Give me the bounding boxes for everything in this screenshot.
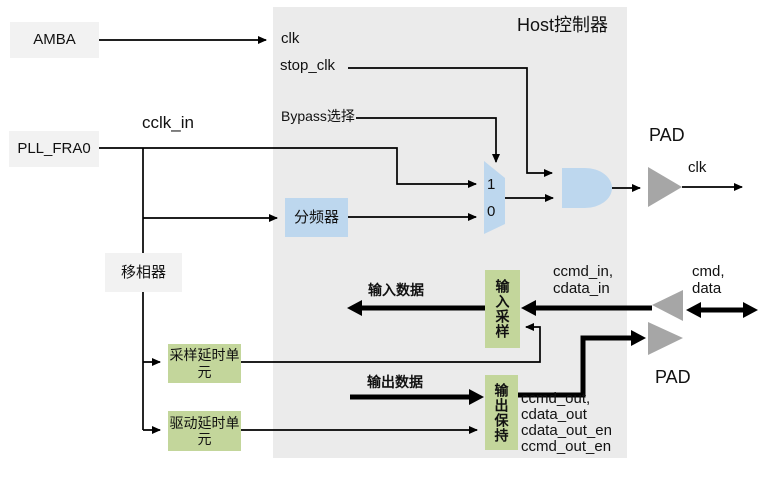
arrowhead-into-input-sample: [521, 300, 536, 316]
amba-label: AMBA: [33, 31, 76, 49]
pad-clk-buffer-triangle: [648, 167, 682, 207]
pad-io-label: PAD: [655, 367, 691, 387]
mux-input-0-label: 0: [487, 203, 496, 220]
ccmd-in-label: ccmd_in, cdata_in: [553, 263, 614, 297]
cclk-in-label: cclk_in: [142, 113, 194, 132]
arrowhead-output-data: [469, 389, 484, 405]
bypass-select-label: Bypass选择: [281, 108, 355, 124]
thick-arrowheads: [347, 300, 758, 405]
cclk-to-mux1-line: [99, 147, 477, 188]
arrowhead-bidi-right: [743, 302, 758, 318]
input-data-label: 输入数据: [368, 282, 424, 298]
thin-connections: [99, 36, 743, 434]
stop-clk-label: stop_clk: [280, 57, 336, 74]
arrowhead-into-pad-out: [631, 330, 646, 346]
divider-block: 分频器: [285, 198, 348, 237]
drive-delay-block: 驱动延时单元: [168, 411, 241, 451]
divider-label: 分频器: [293, 208, 339, 226]
mux-input-1-label: 1: [487, 176, 496, 193]
phase-shifter-label: 移相器: [120, 263, 166, 281]
ccmd-out-label: ccmd_out, cdata_out cdata_out_en ccmd_ou…: [521, 390, 612, 455]
stop-clk-line: [348, 67, 553, 177]
output-hold-block: 输出保持: [485, 375, 518, 450]
arrowhead-input-data: [347, 300, 362, 316]
mux-shape: [484, 161, 505, 234]
sample-delay-block: 采样延时单元: [168, 344, 241, 383]
input-sample-block: 输入采样: [485, 270, 520, 348]
clk-in-label: clk: [281, 30, 300, 47]
pll-label: PLL_FRA0: [17, 140, 91, 158]
sample-delay-label: 采样延时单元: [169, 347, 240, 380]
amba-block: AMBA: [10, 22, 99, 58]
host-controller-title: Host控制器: [517, 15, 609, 35]
clk-out-label: clk: [688, 159, 707, 176]
pad-clk-label: PAD: [649, 125, 685, 145]
input-sample-label: 输入采样: [494, 279, 511, 339]
thick-data-connections: [350, 305, 744, 400]
pad-output-buffer-triangle: [648, 322, 683, 355]
output-hold-to-pad-line: [518, 335, 631, 398]
arrowhead-bidi-left: [686, 302, 701, 318]
drive-delay-label: 驱动延时单元: [169, 414, 240, 447]
bypass-select-line: [356, 117, 500, 163]
sample-delay-feedback-line: [241, 323, 541, 363]
pad-input-buffer-triangle: [652, 290, 683, 321]
and-gate-shape: [562, 168, 612, 208]
cmd-data-label: cmd, data: [692, 263, 725, 297]
phase-shifter-block: 移相器: [105, 253, 182, 292]
pll-block: PLL_FRA0: [9, 131, 99, 167]
output-hold-label: 输出保持: [493, 382, 510, 443]
output-data-label: 输出数据: [367, 374, 423, 390]
